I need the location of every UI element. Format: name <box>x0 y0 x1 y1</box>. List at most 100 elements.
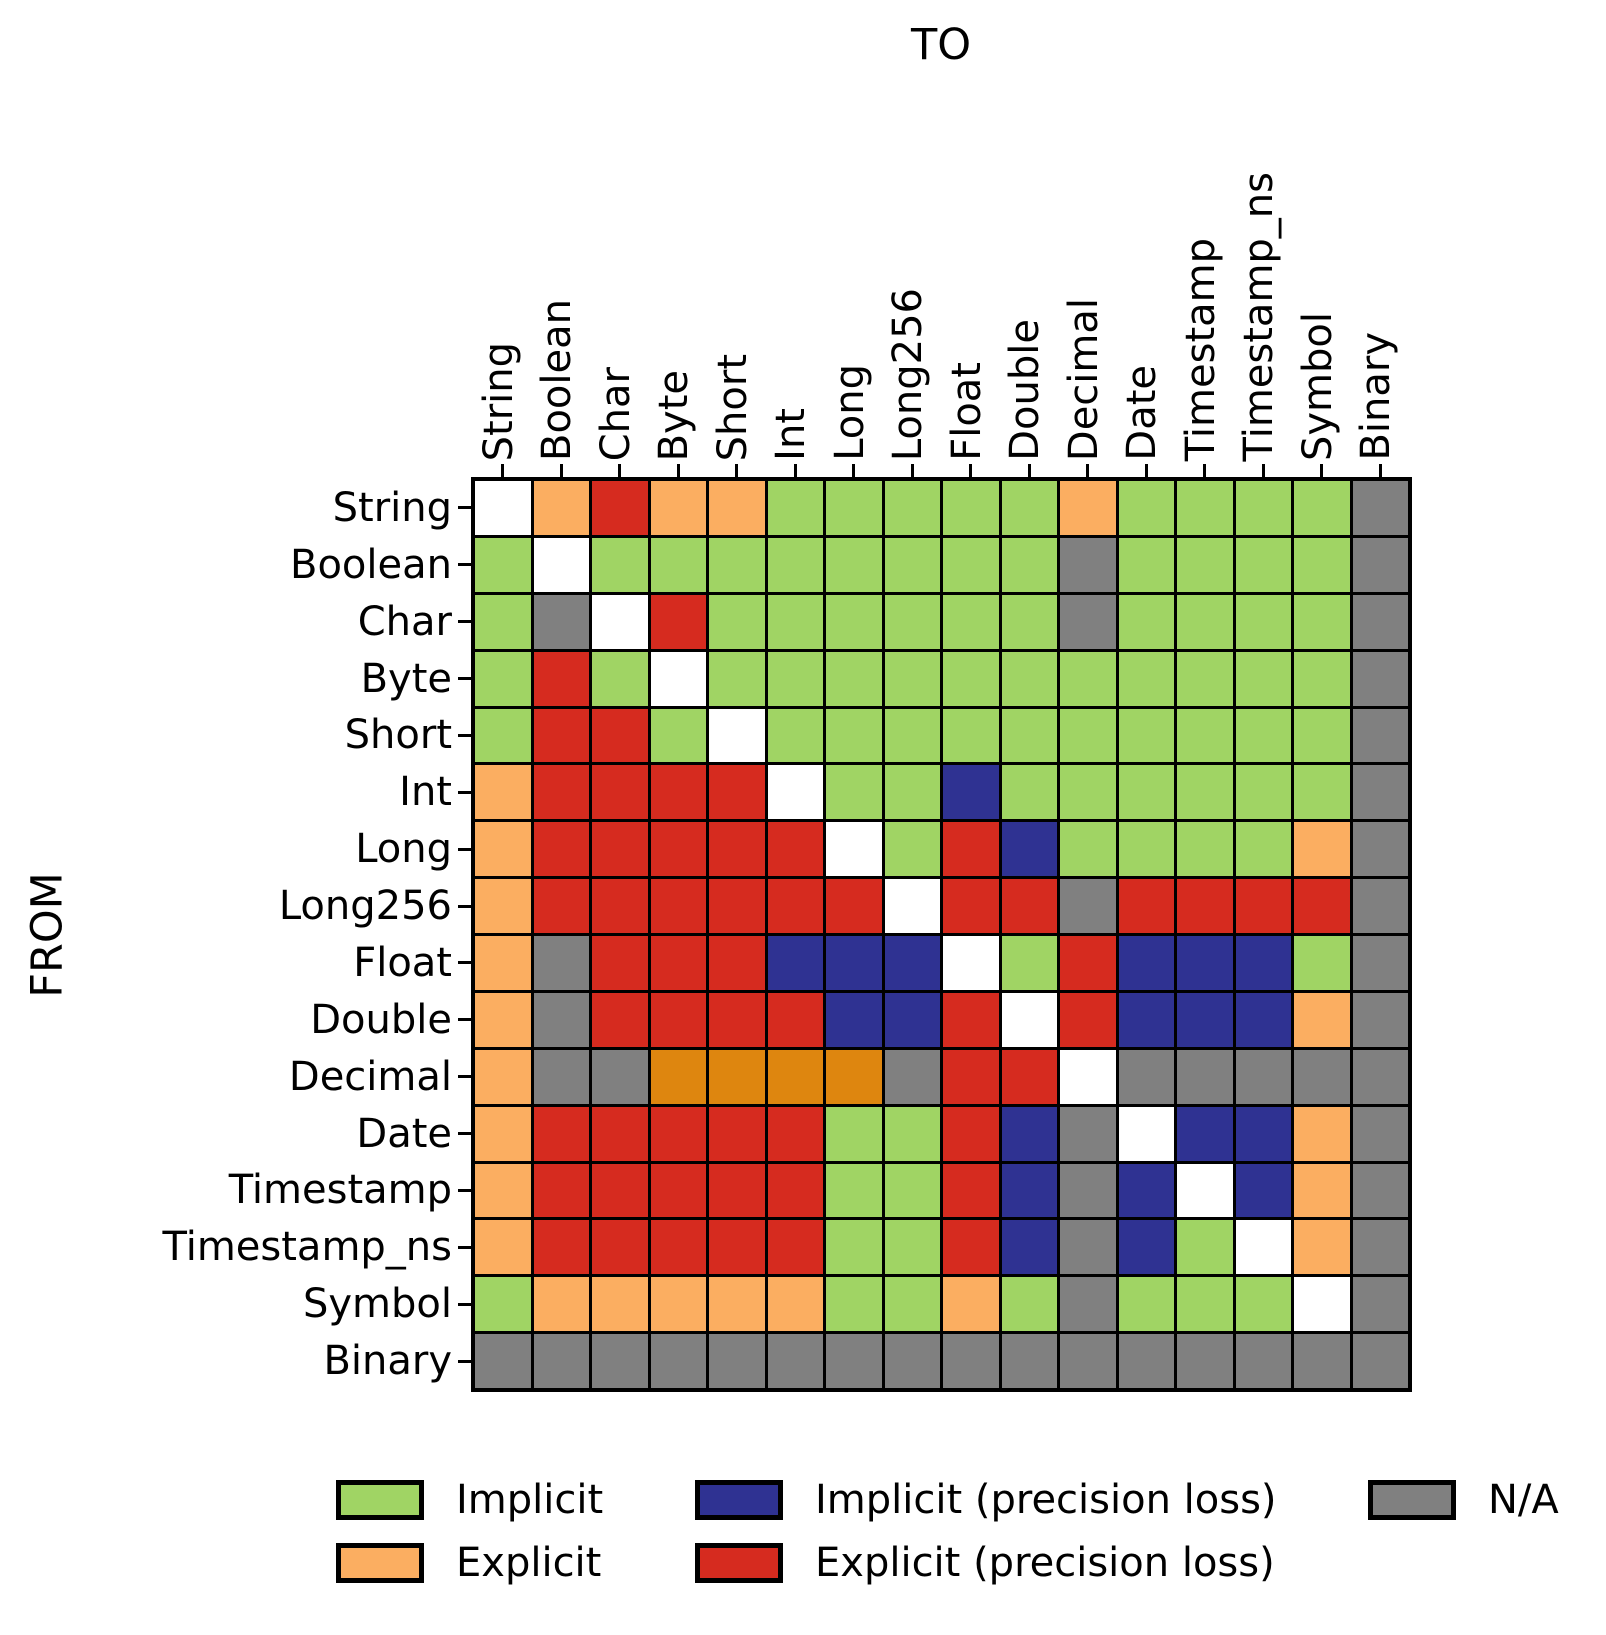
matrix-cell <box>592 1334 648 1388</box>
matrix-cell <box>1294 594 1350 649</box>
matrix-cell <box>1060 594 1116 649</box>
matrix-cell <box>1001 708 1057 763</box>
matrix-cell <box>1060 1106 1116 1161</box>
y-tick-mark <box>458 904 471 908</box>
matrix-cell <box>1177 879 1233 933</box>
matrix-cell <box>943 936 999 990</box>
matrix-cell <box>1118 537 1174 592</box>
matrix-cell <box>1177 1277 1233 1332</box>
matrix-cell <box>1235 992 1291 1047</box>
matrix-cell <box>826 992 882 1047</box>
legend-label: N/A <box>1488 1477 1559 1523</box>
column-label: Int <box>768 408 815 461</box>
matrix-cell <box>767 765 823 820</box>
matrix-cell <box>1235 1277 1291 1332</box>
matrix-cell <box>1118 481 1174 535</box>
matrix-cell <box>709 594 765 649</box>
matrix-cell <box>1001 1049 1057 1104</box>
matrix-cell <box>475 879 531 933</box>
row-label: Timestamp <box>228 1167 452 1214</box>
matrix-cell <box>592 822 648 877</box>
x-tick-mark <box>735 464 739 477</box>
matrix-cell <box>1177 822 1233 877</box>
matrix-cell <box>1235 822 1291 877</box>
matrix-cell <box>475 936 531 990</box>
matrix-cell <box>943 1277 999 1332</box>
matrix-cell <box>1118 1106 1174 1161</box>
matrix-cell <box>650 1163 706 1218</box>
matrix-cell <box>1177 1049 1233 1104</box>
matrix-cell <box>1001 594 1057 649</box>
matrix-cell <box>1235 1334 1291 1388</box>
matrix-cell <box>709 708 765 763</box>
matrix-cell <box>1294 1163 1350 1218</box>
y-tick-mark <box>458 677 471 681</box>
matrix-cell <box>767 1220 823 1275</box>
matrix-cell <box>533 1220 589 1275</box>
matrix-cell <box>1060 765 1116 820</box>
column-label: Timestamp_ns <box>1236 171 1283 461</box>
matrix-cell <box>1177 1334 1233 1388</box>
matrix-cell <box>826 1334 882 1388</box>
matrix-cell <box>943 879 999 933</box>
matrix-cell <box>650 594 706 649</box>
matrix-cell <box>1060 822 1116 877</box>
matrix-cell <box>767 1334 823 1388</box>
row-label: Byte <box>360 655 452 702</box>
matrix-cell <box>884 1334 940 1388</box>
column-label: Date <box>1119 365 1166 461</box>
matrix-cell <box>533 537 589 592</box>
matrix-cell <box>1235 481 1291 535</box>
matrix-cell <box>1001 1163 1057 1218</box>
matrix-cell <box>1235 1163 1291 1218</box>
matrix-cell <box>709 1220 765 1275</box>
matrix-cell <box>767 708 823 763</box>
matrix-cell <box>1294 1277 1350 1332</box>
matrix-cell <box>1352 651 1408 706</box>
matrix-cell <box>826 1163 882 1218</box>
legend-swatch <box>695 1480 783 1520</box>
matrix-cell <box>650 1334 706 1388</box>
legend-swatch <box>1368 1480 1456 1520</box>
matrix-cell <box>1352 537 1408 592</box>
y-tick-mark <box>458 1132 471 1136</box>
legend-swatch <box>336 1480 424 1520</box>
matrix-cell <box>1060 879 1116 933</box>
matrix-cell <box>826 879 882 933</box>
matrix-cell <box>592 594 648 649</box>
matrix-cell <box>1060 1277 1116 1332</box>
legend-label: Implicit <box>456 1477 604 1523</box>
matrix-cell <box>533 1106 589 1161</box>
matrix-cell <box>767 822 823 877</box>
matrix-cell <box>650 822 706 877</box>
matrix-cell <box>1118 765 1174 820</box>
matrix-cell <box>1352 992 1408 1047</box>
row-label: Date <box>356 1110 452 1157</box>
matrix-cell <box>1118 879 1174 933</box>
matrix-cell <box>1235 708 1291 763</box>
matrix-cell <box>475 481 531 535</box>
matrix-cell <box>475 1163 531 1218</box>
row-label: Short <box>344 712 452 759</box>
matrix-cell <box>767 481 823 535</box>
column-label: Float <box>943 362 990 461</box>
matrix-cell <box>943 1106 999 1161</box>
matrix-cell <box>1118 1163 1174 1218</box>
column-label: Long <box>826 364 873 461</box>
matrix-cell <box>1235 1049 1291 1104</box>
legend-label: Implicit (precision loss) <box>815 1477 1277 1523</box>
matrix-cell <box>650 765 706 820</box>
matrix-cell <box>1235 537 1291 592</box>
matrix-cell <box>1352 822 1408 877</box>
matrix-cell <box>767 537 823 592</box>
matrix-cell <box>650 1049 706 1104</box>
matrix-cell <box>826 1106 882 1161</box>
matrix-cell <box>650 879 706 933</box>
matrix-cell <box>826 708 882 763</box>
matrix-cell <box>884 1220 940 1275</box>
matrix-cell <box>1294 651 1350 706</box>
matrix-cell <box>1001 1277 1057 1332</box>
matrix-cell <box>1294 936 1350 990</box>
matrix-cell <box>1001 537 1057 592</box>
y-tick-mark <box>458 620 471 624</box>
